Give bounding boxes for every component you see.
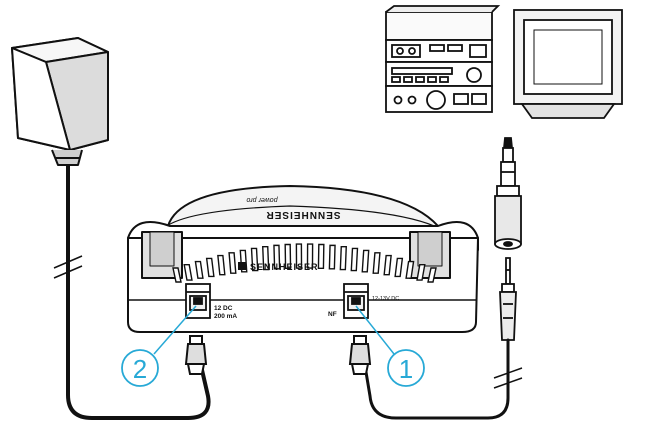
- vent-slot: [205, 257, 215, 278]
- cable-break-mark: [493, 367, 523, 379]
- callout-number-power: 2: [133, 354, 147, 384]
- vent-slot: [372, 252, 381, 274]
- vent-slot: [383, 254, 392, 276]
- stereo-system-icon: [385, 5, 501, 113]
- dc-label-line1: 12 DC: [214, 305, 233, 312]
- vent-slot: [405, 260, 415, 279]
- vent-slot: [183, 264, 193, 281]
- cable-break-mark: [493, 377, 523, 389]
- vent-slot: [194, 260, 204, 279]
- audio-cable: [364, 338, 510, 420]
- vent-slot: [339, 245, 347, 271]
- dc-plug: [184, 335, 208, 375]
- mirrored-model-label: power pro: [246, 196, 278, 203]
- vent-slot: [284, 243, 292, 269]
- tv-monitor-icon: [513, 9, 623, 119]
- callout-power: 2: [121, 305, 197, 387]
- vent-slot: [427, 267, 437, 283]
- nf-label: NF: [328, 311, 337, 318]
- vent-slot: [350, 247, 359, 272]
- power-adapter-icon: [11, 37, 109, 166]
- brand-label: SENNHEISER: [250, 262, 319, 272]
- cable-break-mark: [53, 265, 83, 279]
- vent-slot: [250, 247, 259, 272]
- vent-slot: [416, 264, 426, 281]
- mirrored-brand-label: SENNHEISER: [265, 209, 340, 220]
- nf-plug: [348, 335, 372, 375]
- jack-plug-icon: [499, 257, 517, 341]
- dc-label-line2: 200 mA: [214, 313, 237, 320]
- vent-slot: [262, 245, 270, 271]
- vent-slot: [273, 244, 281, 270]
- callout-number-audio: 1: [399, 354, 413, 384]
- vent-slot: [306, 243, 314, 269]
- vent-slot: [317, 243, 325, 269]
- vent-slot: [361, 249, 370, 273]
- vent-slot: [295, 243, 303, 269]
- vent-slot: [172, 267, 182, 283]
- vent-slot: [328, 244, 336, 270]
- jack-adapter-icon: [494, 137, 522, 250]
- cable-break-mark: [53, 255, 83, 269]
- power-cable: [66, 164, 211, 420]
- vent-slot: [228, 252, 237, 274]
- callout-audio: 1: [355, 305, 425, 387]
- nf-voltage-label: 12-13V DC: [372, 296, 399, 302]
- nf-port[interactable]: [343, 283, 369, 319]
- vent-slot: [217, 254, 226, 276]
- vent-slot: [394, 257, 404, 278]
- brand-logo-mark: [238, 262, 246, 270]
- base-unit: [127, 185, 479, 333]
